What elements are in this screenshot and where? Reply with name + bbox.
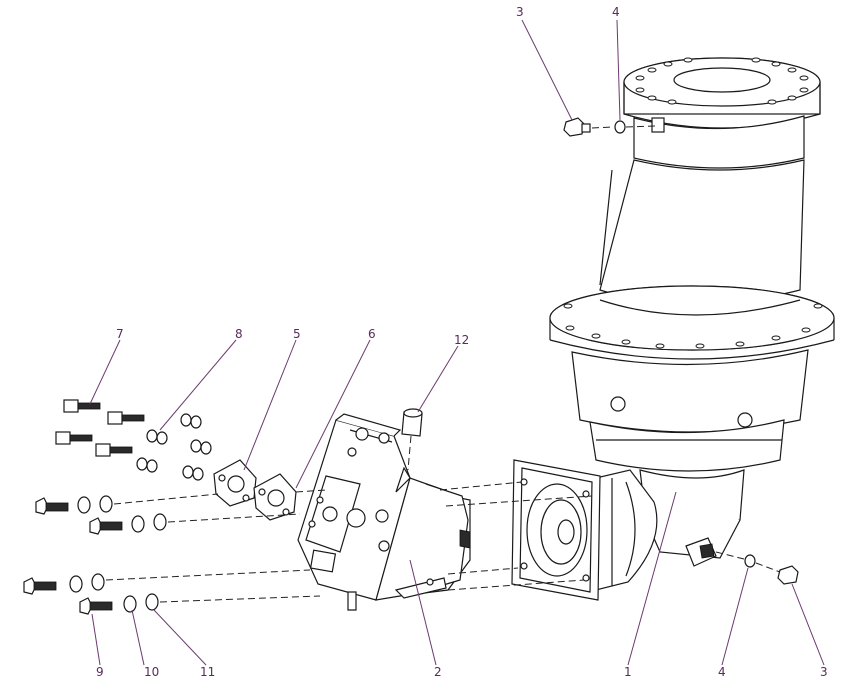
label-part-3-top: 3 [516, 5, 524, 19]
split-flange-halves [213, 459, 297, 521]
label-part-3-bottom: 3 [820, 665, 828, 679]
label-part-5: 5 [293, 327, 301, 341]
label-part-12: 12 [454, 333, 470, 347]
label-part-9: 9 [96, 665, 104, 679]
gearbox-housing [549, 57, 835, 591]
hydraulic-motor [297, 413, 471, 611]
label-part-4-top: 4 [612, 5, 620, 19]
label-part-6: 6 [368, 327, 376, 341]
label-part-4-bottom: 4 [718, 665, 726, 679]
label-part-10: 10 [144, 665, 160, 679]
label-part-2: 2 [434, 665, 442, 679]
drain-plugs [563, 117, 799, 585]
label-part-8: 8 [235, 327, 243, 341]
label-part-11: 11 [200, 665, 216, 679]
bolt-set [23, 399, 593, 615]
adapter-plate [511, 459, 601, 601]
label-part-1: 1 [624, 665, 632, 679]
leader-lines [89, 19, 825, 666]
breather-fitting [401, 408, 423, 471]
label-part-7: 7 [116, 327, 124, 341]
